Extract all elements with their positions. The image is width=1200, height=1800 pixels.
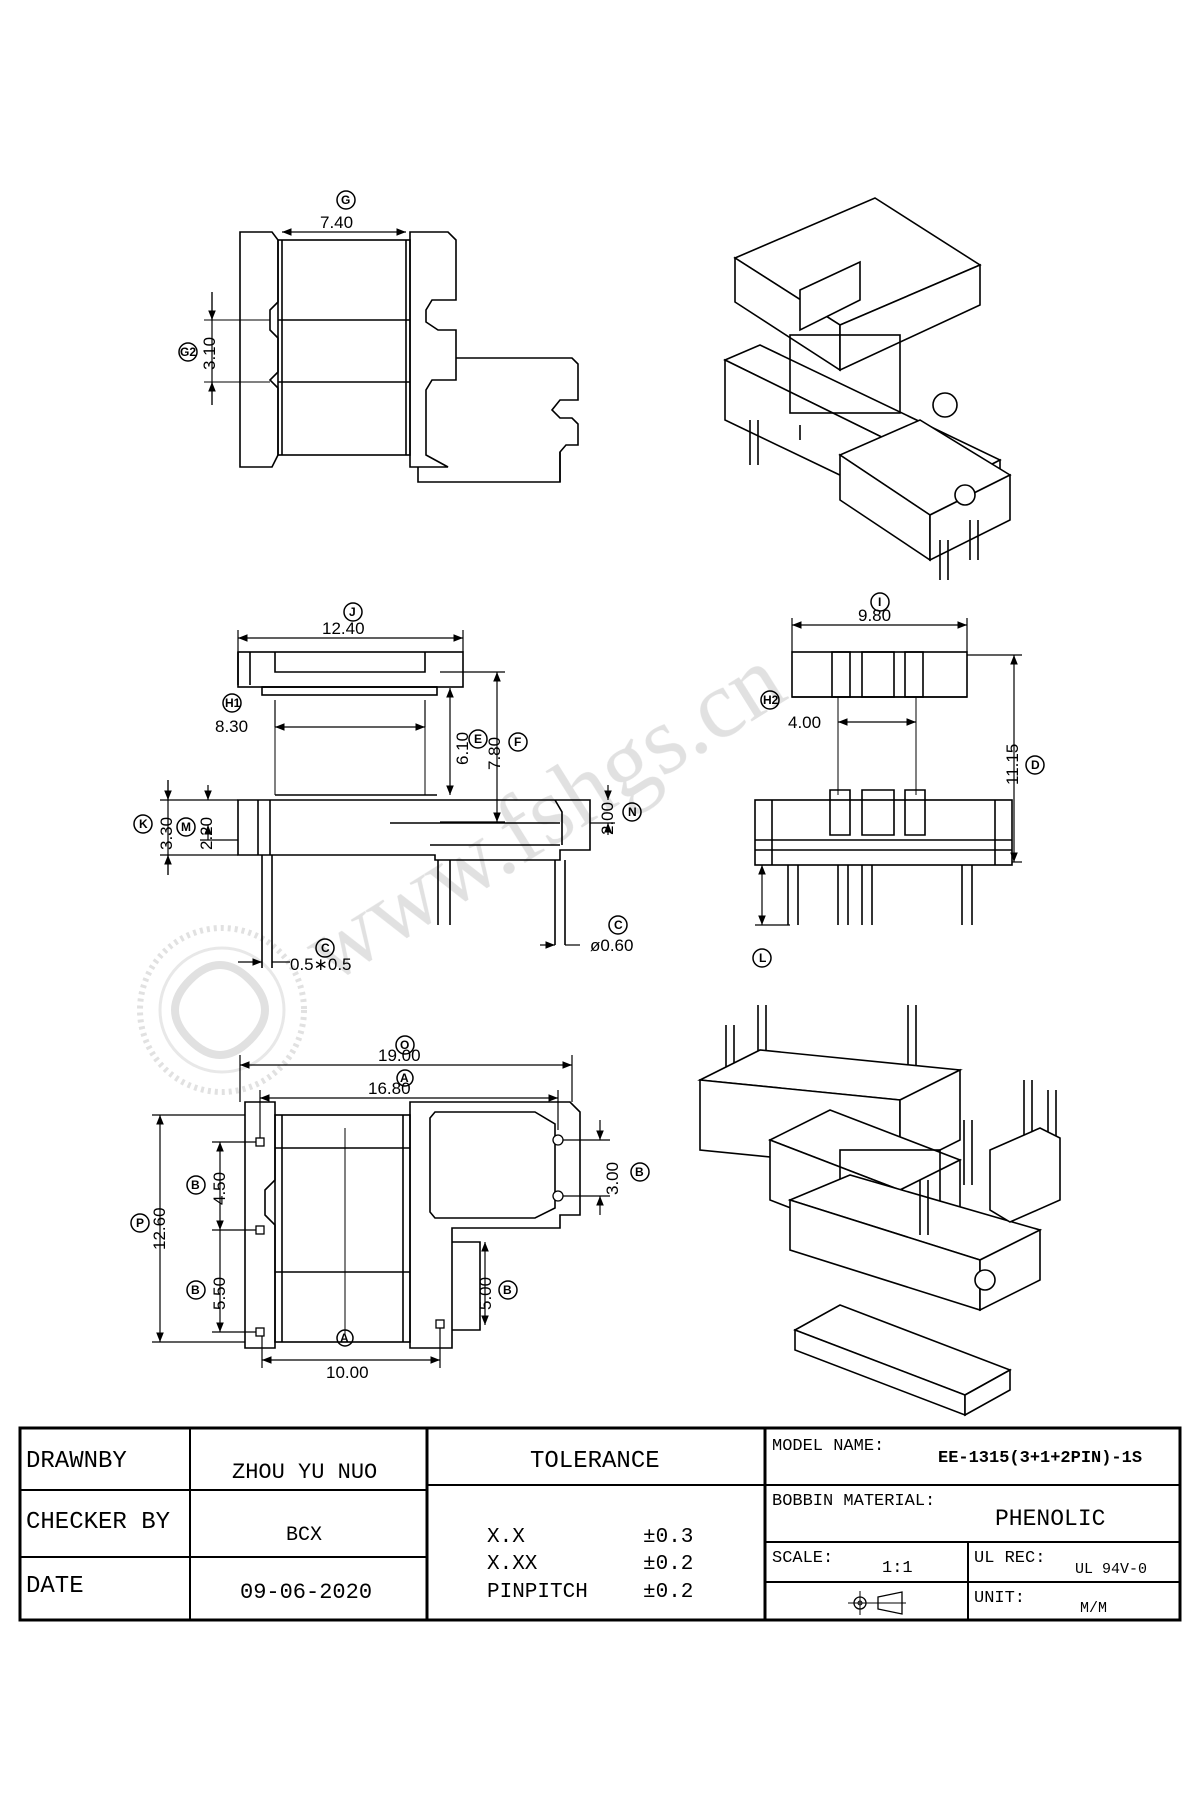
- tolerance-value-0: ±0.3: [643, 1526, 693, 1549]
- title-block: [18, 1426, 1182, 1622]
- watermark-text: www.fshgs.cn: [284, 624, 801, 1003]
- isometric-view-bottom: [697, 1005, 1061, 1417]
- dim-m-value: 2.20: [197, 817, 216, 850]
- isometric-view-top: [723, 197, 1012, 580]
- dim-o-value: 19.00: [378, 1046, 421, 1065]
- dim-a-letter: A: [400, 1071, 409, 1085]
- dim-c2-value: 0.5∗0.5: [290, 955, 352, 974]
- drawn-by-value: ZHOU YU NUO: [232, 1460, 377, 1485]
- tolerance-value-1: ±0.2: [643, 1553, 693, 1576]
- checker-value: BCX: [286, 1524, 322, 1547]
- dim-a2-value: 10.00: [326, 1363, 369, 1382]
- dim-b2-letter: B: [191, 1283, 200, 1297]
- dim-o-letter: O: [400, 1038, 409, 1052]
- dim-b2-value: 5.50: [210, 1277, 229, 1310]
- tolerance-name-1: X.XX: [487, 1553, 538, 1576]
- tolerance-name-2: PINPITCH: [487, 1581, 588, 1604]
- dim-b1-letter: B: [191, 1178, 200, 1192]
- dim-g2-value: 3.10: [200, 337, 219, 370]
- dim-i-value: 9.80: [858, 606, 891, 625]
- model-value: EE-1315(3+1+2PIN)-1S: [938, 1449, 1142, 1468]
- unit-value: M/M: [1080, 1600, 1107, 1617]
- bottom-view-labels: O 19.00 A 16.80 P 12.60 B 4.50 B 5.50 3.…: [130, 1035, 650, 1382]
- front-view-dimensions: [160, 630, 615, 966]
- dim-i-letter: I: [878, 595, 881, 609]
- dim-h2-value: 4.00: [788, 713, 821, 732]
- dim-c2-letter: C: [321, 941, 330, 955]
- material-value: PHENOLIC: [995, 1506, 1105, 1532]
- top-view: [239, 231, 579, 483]
- tolerance-value-2: ±0.2: [643, 1581, 693, 1604]
- dim-e-letter: E: [474, 732, 482, 746]
- date-label: DATE: [26, 1573, 84, 1600]
- ul-label: UL REC:: [974, 1549, 1045, 1568]
- dim-j-value: 12.40: [322, 619, 365, 638]
- drawn-by-label: DRAWNBY: [26, 1448, 127, 1475]
- dim-b3-letter: B: [635, 1165, 644, 1179]
- front-view-labels: J 12.40 H1 8.30 6.10 E 7.80 F K 3.30 M 2…: [133, 602, 642, 974]
- dim-n-letter: N: [628, 805, 637, 819]
- side-view-labels: I 9.80 H2 4.00 11.15 D L: [752, 592, 1045, 968]
- dim-g-value: 7.40: [320, 213, 353, 232]
- dim-b3-value: 3.00: [603, 1162, 622, 1195]
- material-label: BOBBIN MATERIAL:: [772, 1492, 935, 1511]
- dim-g-letter: G: [341, 193, 350, 207]
- tolerance-label: TOLERANCE: [530, 1448, 660, 1475]
- dim-b4-value: 5.00: [476, 1277, 495, 1310]
- date-value: 09-06-2020: [240, 1580, 372, 1605]
- tolerance-name-0: X.X: [487, 1526, 525, 1549]
- dim-k-value: 3.30: [157, 817, 176, 850]
- model-label: MODEL NAME:: [772, 1437, 884, 1456]
- dim-f-value: 7.80: [485, 737, 504, 770]
- bottom-view: [244, 1101, 581, 1349]
- dim-e-value: 6.10: [453, 732, 472, 765]
- dim-p-value: 12.60: [150, 1207, 169, 1250]
- dim-j-letter: J: [349, 605, 356, 619]
- dim-d-value: 11.15: [1003, 744, 1022, 785]
- dim-h1-letter: H1: [225, 696, 241, 710]
- dim-p-letter: P: [136, 1216, 144, 1230]
- dim-l-letter: L: [759, 951, 766, 965]
- dim-h1-value: 8.30: [215, 717, 248, 736]
- side-view-dimensions: [755, 618, 1022, 926]
- dim-b1-value: 4.50: [210, 1172, 229, 1205]
- dim-c-letter: C: [614, 918, 623, 932]
- ul-value: UL 94V-0: [1075, 1561, 1147, 1578]
- dim-n-value: 2.00: [598, 802, 617, 835]
- dim-g2-letter: G2: [180, 345, 196, 359]
- dim-k-letter: K: [139, 817, 148, 831]
- checker-label: CHECKER BY: [26, 1509, 170, 1536]
- dim-a-value: 16.80: [368, 1079, 411, 1098]
- side-view: [754, 651, 1013, 925]
- dim-f-letter: F: [514, 735, 521, 749]
- watermark: www.fshgs.cn: [137, 624, 802, 1095]
- front-view: [237, 651, 591, 968]
- scale-value: 1:1: [882, 1559, 913, 1578]
- dim-m-letter: M: [181, 820, 191, 834]
- dim-a2-letter: A: [340, 1331, 349, 1345]
- bottom-view-dimensions: [152, 1055, 610, 1368]
- dim-h2-letter: H2: [763, 693, 779, 707]
- dim-g: 7.40 G: [282, 190, 406, 236]
- dim-b4-letter: B: [503, 1283, 512, 1297]
- dim-g2: 3.10 G2: [178, 292, 270, 405]
- dim-c-value: ø0.60: [590, 936, 633, 955]
- dim-d-letter: D: [1031, 758, 1040, 772]
- scale-label: SCALE:: [772, 1549, 833, 1568]
- unit-label: UNIT:: [974, 1589, 1025, 1608]
- title-block-text: DRAWNBY ZHOU YU NUO CHECKER BY BCX DATE …: [26, 1437, 1147, 1617]
